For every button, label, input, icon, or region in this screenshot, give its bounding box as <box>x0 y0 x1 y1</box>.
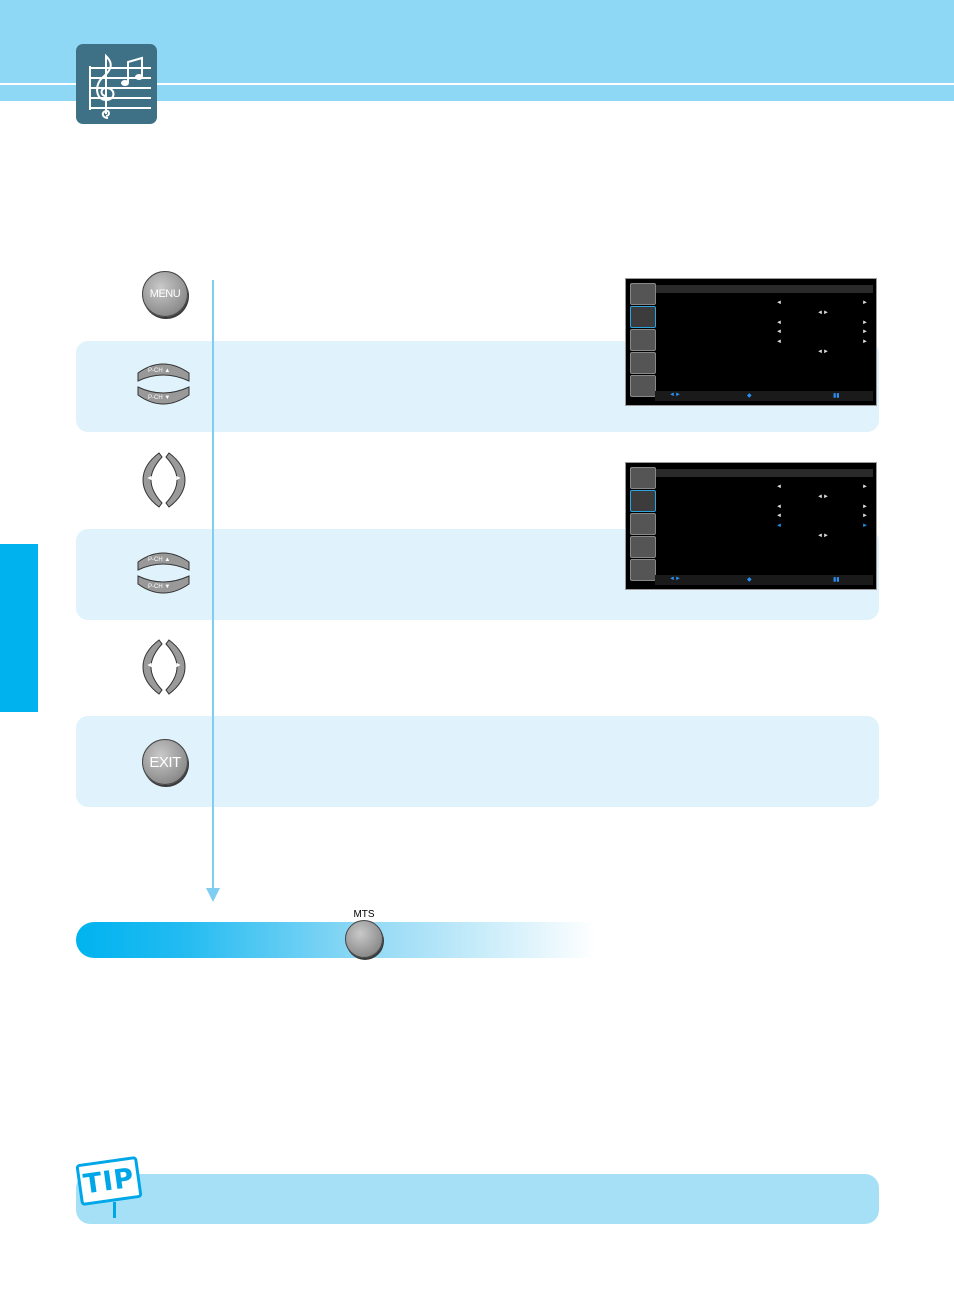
time-menu-icon <box>630 559 656 581</box>
osd-screen-1: ◄ ► ◄► ◄ ► ◄ ► ◄ ► ◄► ◄► ◆ ▮▮ <box>625 278 877 406</box>
channel-menu-icon <box>630 513 656 535</box>
move-hint-icon: ◄► <box>669 392 681 398</box>
left-marker-icon: ◄ <box>776 339 782 345</box>
pch-updown-button[interactable]: P-CH ▲ P-CH ▼ <box>136 359 191 409</box>
left-marker-icon: ◄ <box>776 504 782 510</box>
pch-up-label: P-CH ▲ <box>148 557 171 563</box>
left-right-button[interactable]: ◄ ► <box>141 638 187 696</box>
sound-menu-icon <box>630 306 656 328</box>
exit-hint-icon: ▮▮ <box>833 393 840 399</box>
osd-screen-2: ◄ ► ◄► ◄ ► ◄ ► ◄ ► ◄► ◄► ◆ ▮▮ <box>625 462 877 590</box>
sound-menu-icon <box>630 490 656 512</box>
adjust-marker-icon: ◄► <box>817 533 829 539</box>
select-hint-icon: ◆ <box>747 577 752 583</box>
right-marker-icon: ► <box>862 484 868 490</box>
left-marker-icon: ◄ <box>776 513 782 519</box>
move-hint-icon: ◄► <box>669 576 681 582</box>
osd-footer: ◄► ◆ ▮▮ <box>655 575 873 585</box>
mts-button[interactable] <box>345 920 383 958</box>
flow-line <box>212 280 214 890</box>
left-arrow-label: ◄ <box>146 662 153 669</box>
right-marker-icon: ► <box>862 329 868 335</box>
right-marker-icon: ► <box>862 513 868 519</box>
channel-menu-icon <box>630 329 656 351</box>
music-notes-icon <box>76 44 157 124</box>
picture-menu-icon <box>630 283 656 305</box>
osd-title-bar <box>655 285 873 293</box>
adjust-marker-icon: ◄► <box>817 349 829 355</box>
time-menu-icon <box>630 375 656 397</box>
left-marker-highlight-icon: ◄ <box>776 523 782 529</box>
pch-down-label: P-CH ▼ <box>148 395 171 401</box>
left-arrow-label: ◄ <box>146 475 153 482</box>
pch-updown-button[interactable]: P-CH ▲ P-CH ▼ <box>136 548 191 598</box>
right-marker-icon: ► <box>862 504 868 510</box>
setup-menu-icon <box>630 536 656 558</box>
right-marker-icon: ► <box>862 320 868 326</box>
mts-gradient-bar <box>76 922 596 958</box>
menu-button[interactable]: MENU <box>142 271 188 317</box>
osd-title-bar <box>655 469 873 477</box>
tip-sign-post <box>113 1202 116 1218</box>
step-band-6 <box>76 716 879 807</box>
exit-button[interactable]: EXIT <box>142 739 188 785</box>
left-marker-icon: ◄ <box>776 300 782 306</box>
exit-hint-icon: ▮▮ <box>833 577 840 583</box>
right-marker-highlight-icon: ► <box>862 523 868 529</box>
left-right-button[interactable]: ◄ ► <box>141 451 187 509</box>
left-marker-icon: ◄ <box>776 484 782 490</box>
right-arrow-label: ► <box>175 662 182 669</box>
chapter-side-tab <box>0 544 38 712</box>
right-arrow-label: ► <box>175 475 182 482</box>
pch-down-label: P-CH ▼ <box>148 584 171 590</box>
left-marker-icon: ◄ <box>776 329 782 335</box>
osd-footer: ◄► ◆ ▮▮ <box>655 391 873 401</box>
adjust-marker-icon: ◄► <box>817 494 829 500</box>
mts-label: MTS <box>353 909 375 920</box>
right-marker-icon: ► <box>862 300 868 306</box>
tip-band <box>76 1174 879 1224</box>
tip-sign-icon: TIP <box>75 1155 143 1207</box>
picture-menu-icon <box>630 467 656 489</box>
pch-up-label: P-CH ▲ <box>148 368 171 374</box>
setup-menu-icon <box>630 352 656 374</box>
adjust-marker-icon: ◄► <box>817 310 829 316</box>
select-hint-icon: ◆ <box>747 393 752 399</box>
flow-arrow-head <box>206 888 220 902</box>
right-marker-icon: ► <box>862 339 868 345</box>
left-marker-icon: ◄ <box>776 320 782 326</box>
header-divider <box>0 83 954 85</box>
